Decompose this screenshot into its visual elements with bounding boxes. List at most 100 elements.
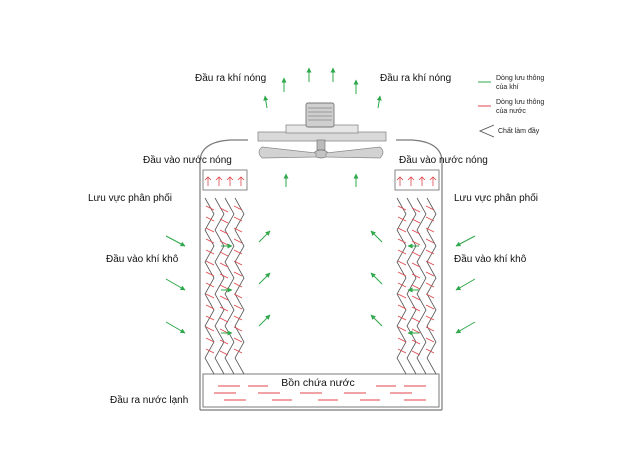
label-hot-water-inlet-right: Đầu vào nước nóng <box>399 154 488 166</box>
air-flow-arrow <box>370 272 383 285</box>
water-streak <box>233 337 243 343</box>
air-flow-arrow <box>376 95 382 109</box>
water-streak <box>397 348 407 354</box>
label-hot-air-outlet-right: Đầu ra khí nóng <box>380 72 451 84</box>
water-streak <box>397 282 407 288</box>
fan-blade-left <box>258 146 317 159</box>
legend-air-line1: Dòng lưu thông <box>496 75 544 82</box>
water-streak <box>205 326 215 332</box>
water-streak <box>219 262 229 268</box>
fill-media-right <box>396 197 437 375</box>
fan-assembly <box>257 102 387 159</box>
water-streak <box>411 262 421 268</box>
water-streak <box>219 306 229 312</box>
water-streak <box>425 282 435 288</box>
water-streak <box>219 317 229 323</box>
air-flow-arrow <box>165 235 186 247</box>
water-streak <box>397 293 407 299</box>
water-streak <box>425 326 435 332</box>
label-water-tank: Bồn chứa nước <box>281 377 354 389</box>
water-streak <box>425 216 435 222</box>
water-streak <box>205 337 215 343</box>
water-streak <box>233 315 243 321</box>
label-dry-air-inlet-right: Đầu vào khí khô <box>454 253 527 265</box>
label-hot-water-inlet-left: Đầu vào nước nóng <box>143 154 232 166</box>
air-flow-arrow <box>370 314 383 327</box>
water-streak <box>233 271 243 277</box>
water-streak <box>425 249 435 255</box>
air-flow-arrow <box>258 230 271 243</box>
fill-chevron-column <box>406 197 417 375</box>
water-streak <box>233 249 243 255</box>
water-streak <box>233 348 243 354</box>
water-streak <box>219 273 229 279</box>
water-streak <box>411 218 421 224</box>
water-streak <box>205 348 215 354</box>
tower-casing <box>199 139 443 411</box>
water-streak <box>411 240 421 246</box>
water-streak <box>411 273 421 279</box>
water-streak <box>397 227 407 233</box>
water-streak <box>411 339 421 345</box>
label-hot-air-outlet-left: Đầu ra khí nóng <box>195 72 266 84</box>
fill-chevron-column <box>204 197 215 375</box>
water-streak <box>205 260 215 266</box>
air-flow-arrow <box>165 321 186 334</box>
water-streak <box>397 304 407 310</box>
water-streak <box>411 350 421 356</box>
water-streak <box>205 249 215 255</box>
water-flow-right <box>397 205 435 356</box>
water-streak <box>425 238 435 244</box>
water-flow-left <box>205 205 243 356</box>
legend: Dòng lưu thông của khí Dòng lưu thông củ… <box>478 75 544 138</box>
water-streak <box>205 205 215 211</box>
fan-motor <box>305 102 335 128</box>
water-streak <box>397 205 407 211</box>
air-flow-arrow <box>263 95 269 109</box>
distribution-basin-right <box>394 169 440 191</box>
air-flow-arrow <box>258 314 271 327</box>
fill-chevron-column <box>224 197 235 375</box>
water-streak <box>205 238 215 244</box>
water-streak <box>397 337 407 343</box>
legend-air-line2: của khí <box>496 83 519 91</box>
water-streak <box>233 326 243 332</box>
water-streak <box>411 328 421 334</box>
water-streak <box>205 227 215 233</box>
water-streak <box>425 304 435 310</box>
water-streak <box>411 229 421 235</box>
water-streak <box>397 238 407 244</box>
fill-media-left <box>204 197 245 375</box>
water-streak <box>425 205 435 211</box>
water-streak <box>233 238 243 244</box>
water-streak <box>233 293 243 299</box>
water-streak <box>205 304 215 310</box>
water-streak <box>219 240 229 246</box>
water-streak <box>205 293 215 299</box>
fill-chevron-column <box>214 197 225 375</box>
fill-chevron-column <box>416 197 427 375</box>
water-streak <box>233 282 243 288</box>
distribution-basin-left <box>202 169 248 191</box>
fan-blade-right <box>325 146 384 159</box>
water-streak <box>397 249 407 255</box>
water-streak <box>219 350 229 356</box>
air-flow-arrow <box>455 235 476 247</box>
air-flow-arrow <box>455 321 476 334</box>
water-streak <box>425 348 435 354</box>
water-streak <box>205 271 215 277</box>
basin-water-lines <box>214 385 426 401</box>
water-streak <box>425 315 435 321</box>
label-distribution-basin-right: Lưu vực phân phối <box>454 192 538 204</box>
water-streak <box>397 326 407 332</box>
water-streak <box>205 216 215 222</box>
water-streak <box>411 295 421 301</box>
label-dry-air-inlet-left: Đầu vào khí khô <box>106 253 179 265</box>
water-streak <box>205 315 215 321</box>
water-streak <box>425 271 435 277</box>
air-flow-arrow <box>370 230 383 243</box>
water-streak <box>411 317 421 323</box>
water-streak <box>411 306 421 312</box>
water-streak <box>233 205 243 211</box>
